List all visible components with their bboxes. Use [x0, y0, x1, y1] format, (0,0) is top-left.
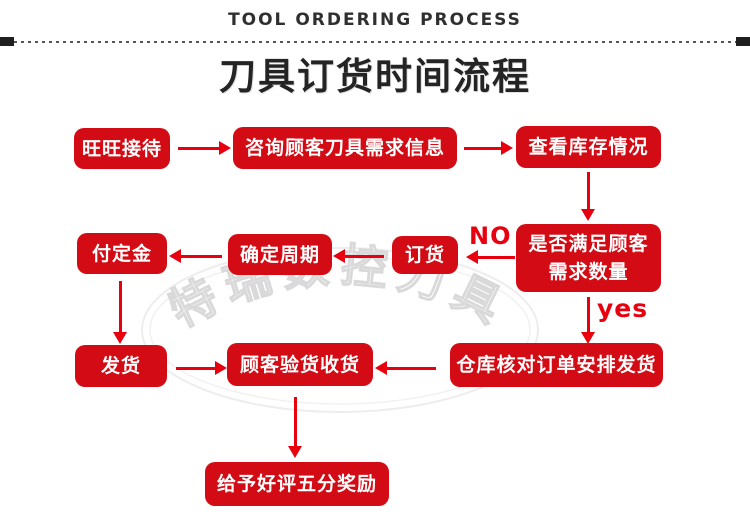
arrow-reception-to-consult [178, 141, 231, 155]
watermark-ring-outer [141, 247, 539, 413]
flow-node-consult-label: 咨询顾客刀具需求信息 [244, 137, 445, 159]
arrow-deposit-to-ship [113, 281, 127, 344]
flow-node-cycle-label: 确定周期 [239, 243, 320, 266]
flow-node-satisfy: 是否满足顾客 需求数量 [516, 224, 661, 292]
flow-node-reception-label: 旺旺接待 [81, 137, 162, 160]
flow-node-satisfy-line2: 需求数量 [548, 261, 629, 283]
flow-node-inspect: 顾客验货收货 [227, 343, 373, 386]
flow-node-ship: 发货 [75, 345, 167, 387]
flow-node-check-stock-label: 查看库存情况 [528, 136, 649, 158]
flow-node-review-label: 给予好评五分奖励 [216, 473, 377, 495]
flow-node-consult: 咨询顾客刀具需求信息 [233, 127, 457, 169]
branch-label-no: NO [469, 222, 512, 250]
page-title: 刀具订货时间流程 [219, 55, 531, 98]
arrow-satisfy-to-warehouse-yes [581, 297, 595, 344]
flow-node-warehouse: 仓库核对订单安排发货 [450, 343, 663, 387]
arrow-inspect-to-review [288, 397, 302, 458]
header-eyebrow: TOOL ORDERING PROCESS [228, 10, 522, 30]
watermark-seal: 特瑞数控刀具 [141, 237, 539, 413]
arrow-consult-to-check-stock [464, 141, 513, 155]
flow-node-cycle: 确定周期 [228, 234, 332, 275]
flow-node-order-label: 订货 [404, 244, 445, 266]
header-divider [14, 41, 736, 43]
arrow-cycle-to-deposit [169, 249, 222, 263]
arrow-warehouse-to-inspect [375, 361, 436, 375]
flow-node-inspect-label: 顾客验货收货 [239, 353, 360, 376]
flow-node-order: 订货 [392, 236, 458, 274]
divider-endcap-right [736, 37, 750, 46]
flow-node-check-stock: 查看库存情况 [516, 126, 661, 168]
flow-node-deposit-label: 付定金 [91, 242, 152, 265]
flow-node-reception: 旺旺接待 [74, 128, 170, 169]
flow-node-satisfy-line1: 是否满足顾客 [528, 233, 649, 255]
branch-label-yes: yes [597, 294, 649, 323]
divider-endcap-left [0, 37, 14, 46]
arrow-ship-to-inspect [176, 361, 227, 375]
flow-node-deposit: 付定金 [77, 233, 167, 274]
arrow-check-stock-to-satisfy [581, 172, 595, 221]
flow-node-ship-label: 发货 [100, 355, 141, 377]
flow-node-review: 给予好评五分奖励 [205, 462, 389, 506]
arrow-order-to-cycle [333, 249, 384, 263]
flow-node-warehouse-label: 仓库核对订单安排发货 [456, 354, 657, 376]
arrow-satisfy-to-order-no [466, 250, 515, 264]
